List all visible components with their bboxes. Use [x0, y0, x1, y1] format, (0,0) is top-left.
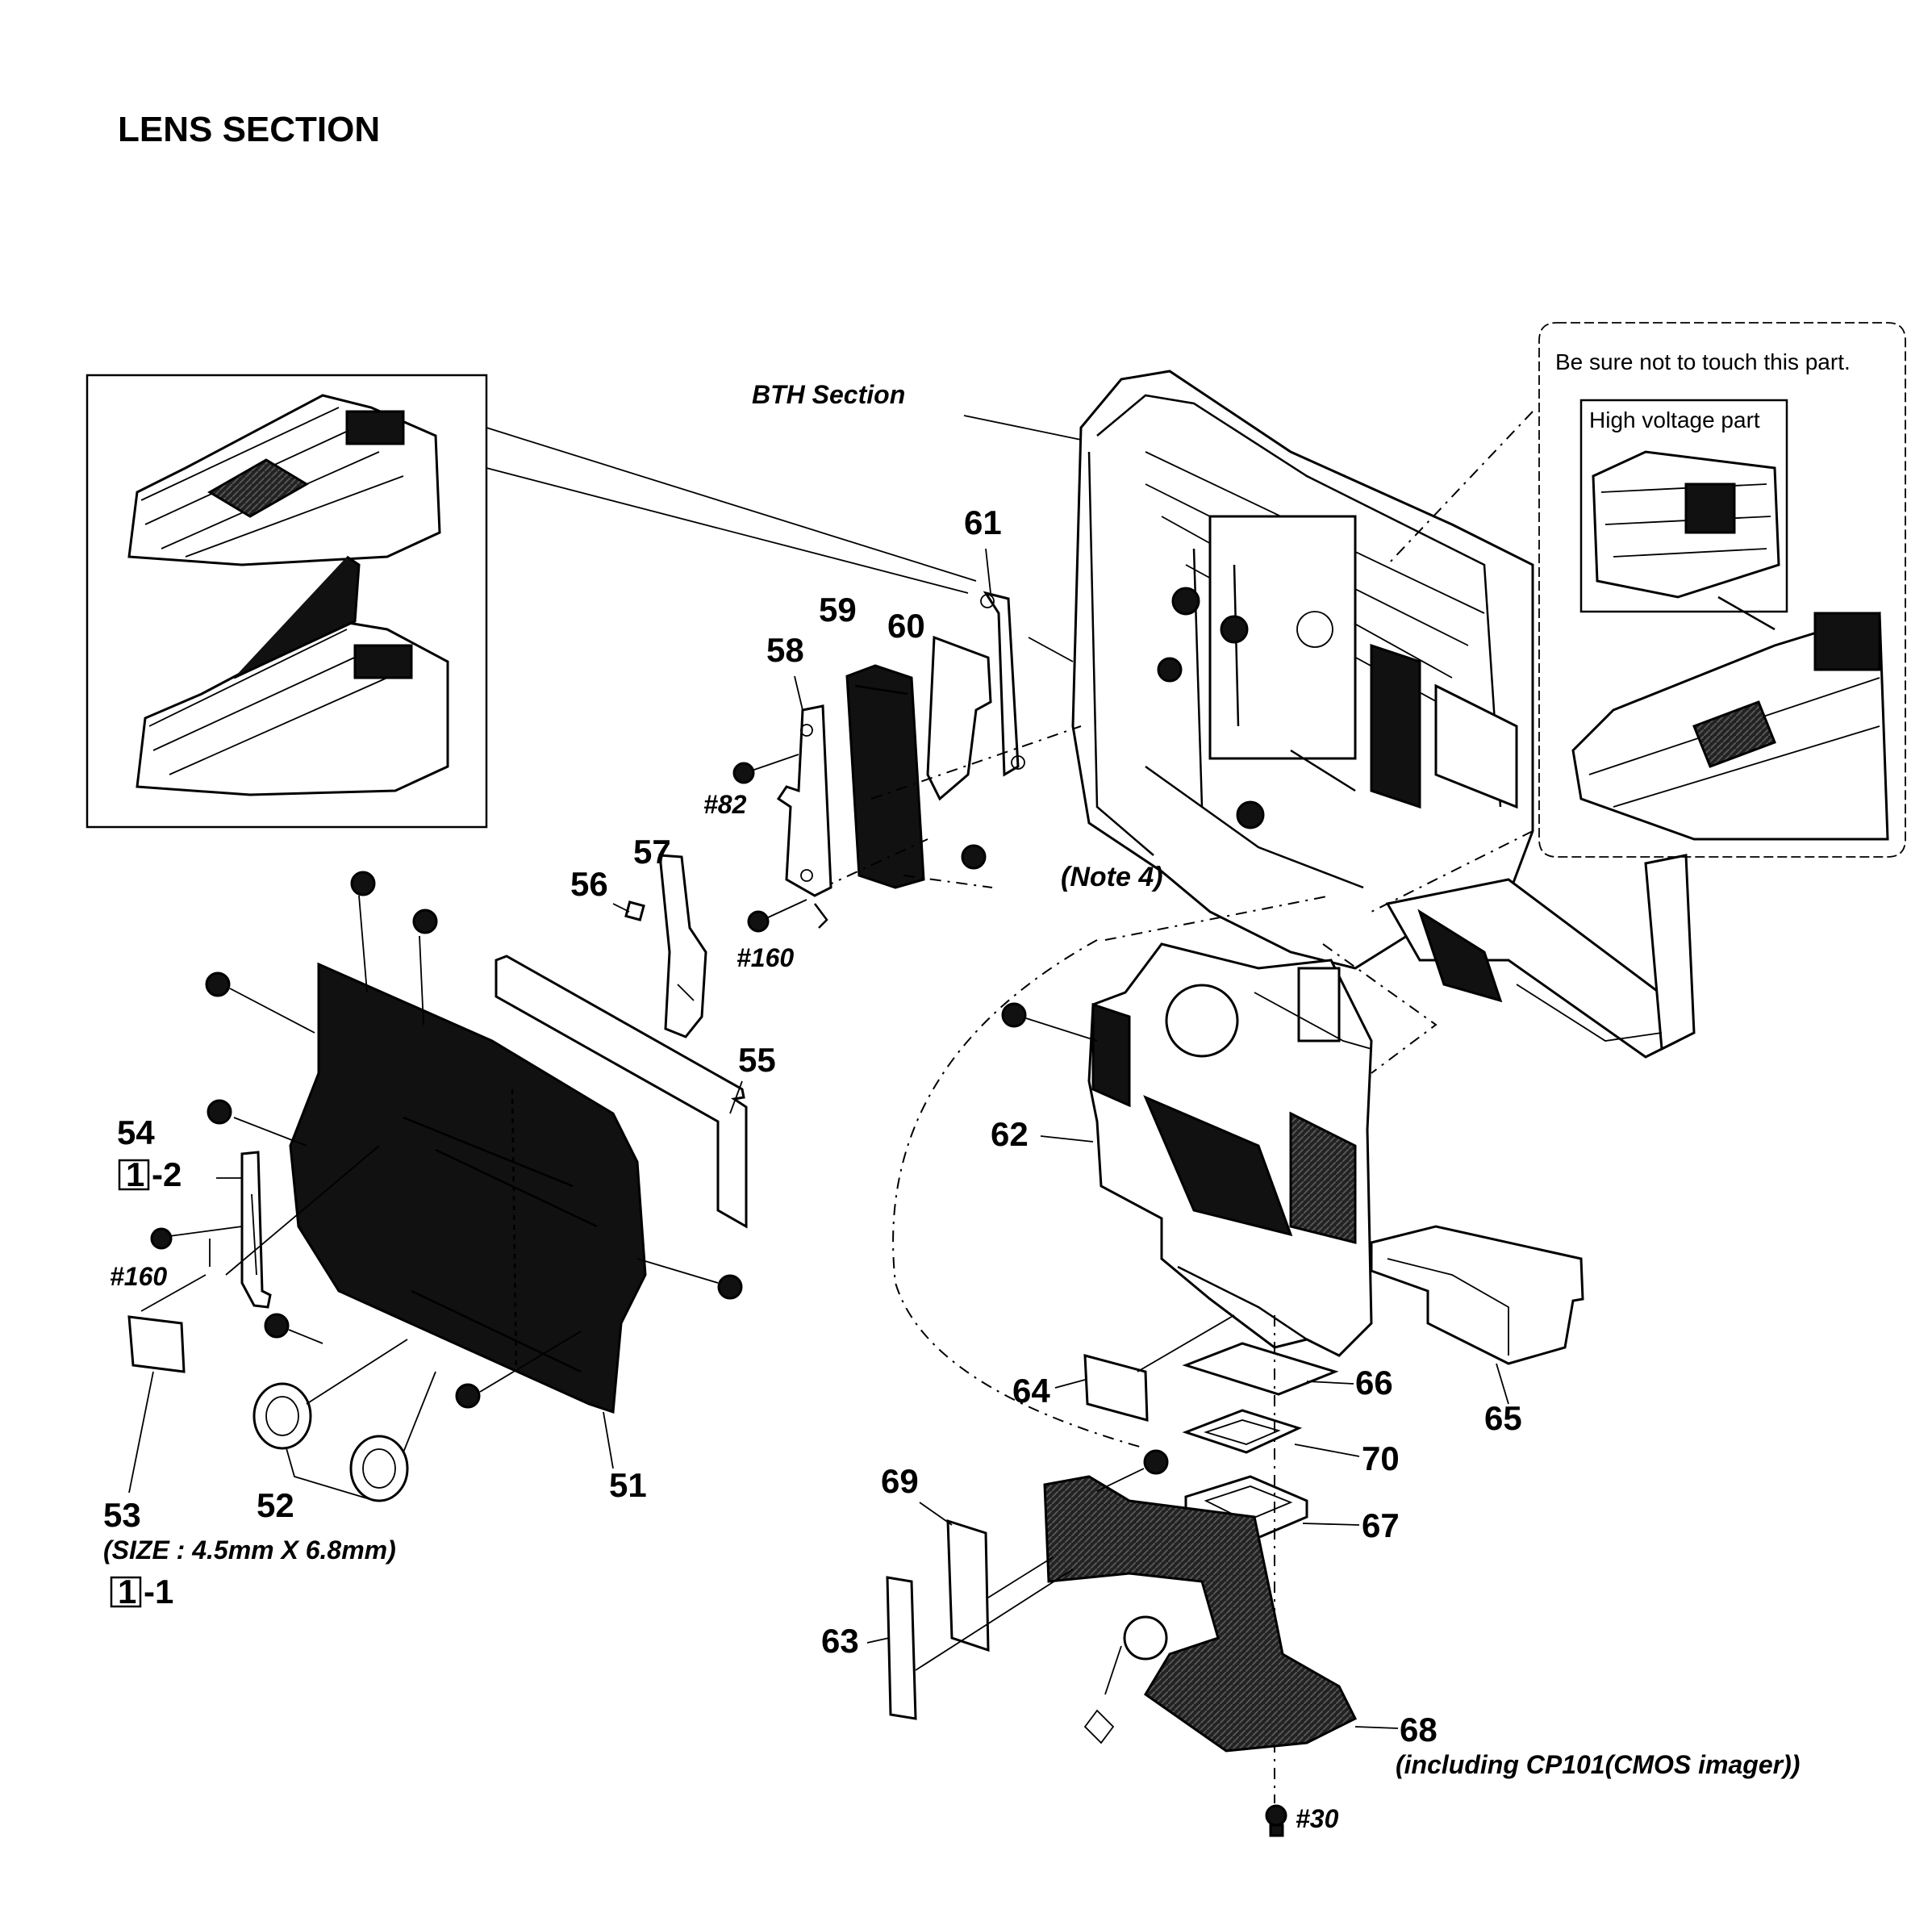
part-51-lens-block [205, 871, 743, 1414]
screw-30 [1265, 1804, 1287, 1837]
part-57-label: 57 [633, 833, 671, 871]
part-59-label: 59 [819, 591, 857, 629]
part-58-bracket [776, 704, 832, 929]
part-55-label: 55 [738, 1041, 776, 1079]
part-51-label: 51 [609, 1466, 647, 1504]
part-66-label: 66 [1355, 1364, 1393, 1402]
part-69-label: 69 [881, 1462, 919, 1500]
warning-callout: Be sure not to touch this part. High vol… [1371, 322, 1906, 913]
bth-section-label: BTH Section [752, 380, 905, 409]
part-58-label: 58 [766, 631, 804, 669]
marker-a [961, 844, 987, 870]
part-68-label: 68 [1400, 1711, 1438, 1748]
inset-detail-box [86, 374, 488, 829]
part-53-pad [127, 1315, 186, 1373]
part-66-sheet [1182, 1342, 1339, 1396]
part-59-shield [845, 664, 925, 889]
ref-1-2-box [118, 1159, 150, 1191]
assembly-lines-left [140, 1145, 380, 1312]
part-60-label: 60 [887, 607, 925, 645]
screw-82-label: #82 [703, 790, 747, 819]
high-voltage-box [1579, 399, 1788, 613]
part-63-label: 63 [821, 1622, 859, 1660]
part-61-bracket [980, 591, 1074, 777]
part-65-cable [1370, 1225, 1584, 1365]
part-70-gasket [1182, 1409, 1303, 1454]
ref-1-2-suffix: -2 [152, 1155, 182, 1193]
cmos-note: (including CP101(CMOS imager)) [1396, 1750, 1800, 1779]
part-62-imager-block [1001, 942, 1373, 1357]
size-note: (SIZE : 4.5mm X 6.8mm) [103, 1535, 396, 1565]
screw-82 [732, 754, 799, 784]
assembly-lines-upper [822, 725, 1082, 888]
part-68-cmos-board [1043, 1449, 1358, 1753]
part-70-label: 70 [1362, 1439, 1400, 1477]
part-69-sheet [946, 1519, 990, 1652]
part-52-rings [252, 1339, 436, 1502]
assembly-lines-right [1104, 895, 1438, 1074]
part-54-label: 54 [117, 1113, 155, 1151]
ref-1-1-box-number: 1 [118, 1573, 136, 1611]
note-4-label: (Note 4) [1061, 862, 1163, 892]
screw-160-upper-label: #160 [736, 943, 794, 972]
part-53-label: 53 [103, 1496, 141, 1534]
part-56-label: 56 [570, 865, 608, 903]
bth-section-leader [963, 415, 1082, 441]
screw-30-label: #30 [1296, 1804, 1339, 1833]
part-64-pad [1083, 1354, 1149, 1422]
part-60-sheet [926, 635, 992, 801]
part-63-sheet [886, 1576, 917, 1720]
inset-leader-lines [486, 427, 977, 594]
camera-body-bth [1071, 370, 1696, 1059]
part-62-label: 62 [991, 1115, 1029, 1153]
part-54-bracket [216, 1151, 272, 1309]
part-56-pad [624, 900, 645, 921]
part-55-sheet [494, 955, 748, 1229]
inset-lower-assembly [136, 555, 449, 796]
screw-160-upper [747, 899, 807, 933]
part-57-bracket [658, 854, 707, 1038]
ref-1-1-suffix: -1 [144, 1573, 173, 1611]
assembly-curve-left [892, 939, 1146, 1449]
part-64-label: 64 [1012, 1372, 1050, 1410]
inset-upper-assembly [127, 394, 441, 566]
warning-leader [1387, 411, 1533, 566]
part-67-label: 67 [1362, 1506, 1400, 1544]
warning-text: Be sure not to touch this part. [1555, 349, 1851, 374]
part-65-label: 65 [1484, 1399, 1522, 1437]
ref-1-2-box-number: 1 [126, 1155, 144, 1193]
section-title: LENS SECTION [118, 110, 380, 149]
screw-160-lower-label: #160 [110, 1262, 167, 1291]
part-52-label: 52 [257, 1486, 294, 1524]
part-61-label: 61 [964, 503, 1002, 541]
screw-160-lower [150, 1226, 243, 1250]
ref-1-1-box [110, 1576, 142, 1608]
high-voltage-label: High voltage part [1589, 407, 1760, 432]
